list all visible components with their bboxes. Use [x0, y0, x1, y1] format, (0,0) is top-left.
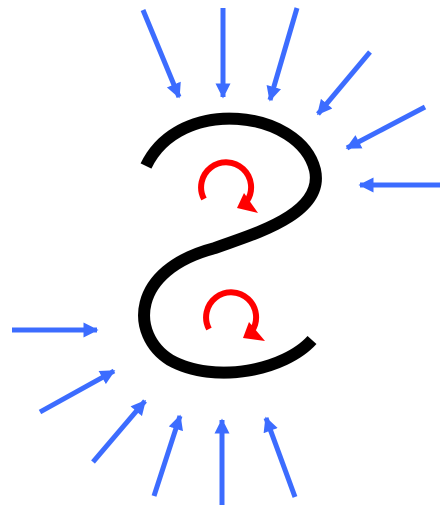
- inflow-arrow-icon: [318, 52, 370, 114]
- inflow-arrow-icon: [40, 371, 114, 412]
- lower-inflow-arrows: [12, 330, 295, 505]
- inflow-arrow-icon: [347, 107, 425, 148]
- inflow-arrow-icon: [266, 418, 295, 497]
- inflow-arrow-icon: [143, 10, 179, 97]
- inflow-arrow-icon: [154, 416, 180, 496]
- inflow-arrow-icon: [93, 401, 145, 462]
- upper-inflow-arrows: [143, 8, 440, 185]
- lower-rotation-icon: [206, 292, 265, 341]
- upper-rotation-icon: [201, 162, 258, 213]
- s-shaped-curve: [144, 119, 316, 373]
- inflow-arrow-icon: [270, 8, 297, 100]
